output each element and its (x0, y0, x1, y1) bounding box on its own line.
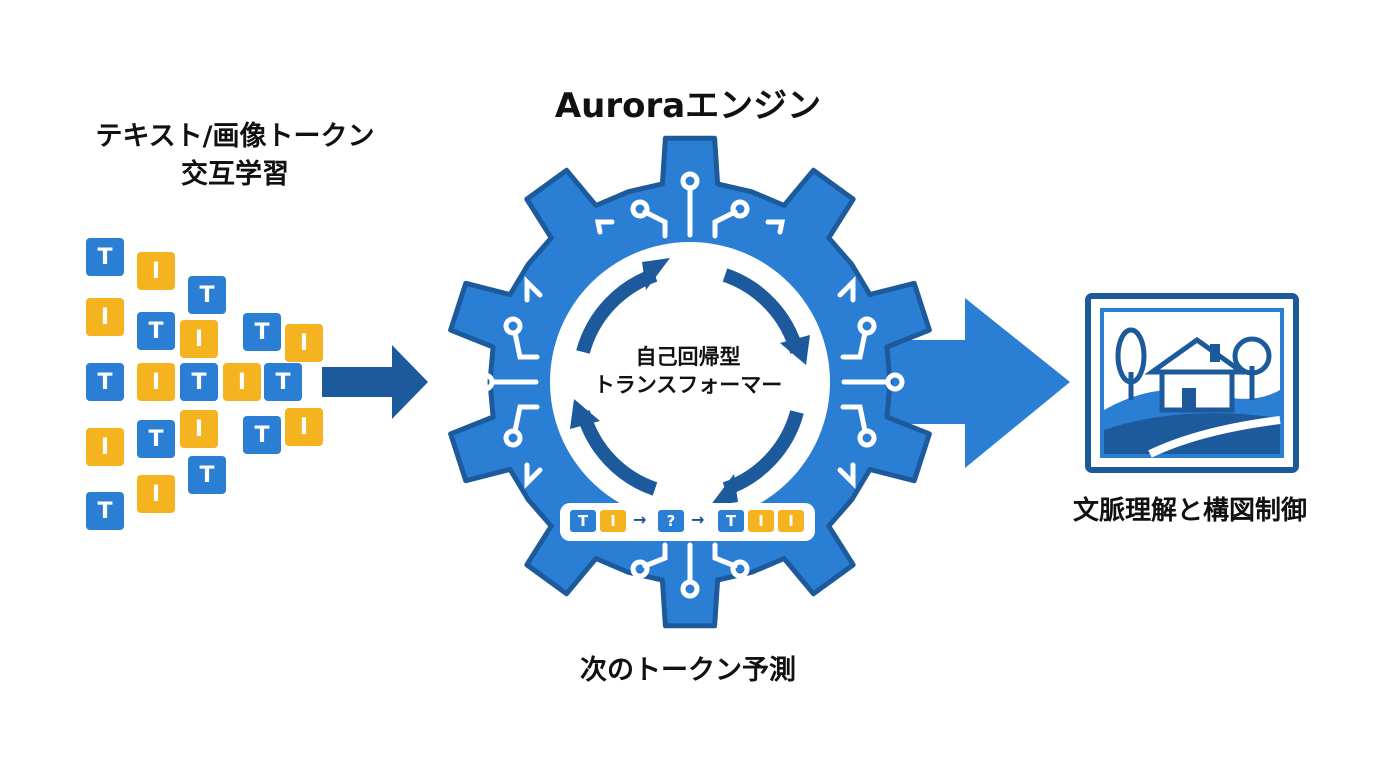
input-arrow (322, 345, 428, 419)
engine-title: Auroraエンジン (554, 86, 822, 126)
image-token: I (285, 324, 323, 362)
image-token: I (180, 320, 218, 358)
circuit-traces-icon (475, 171, 905, 599)
image-token: I (86, 298, 124, 336)
token-sequence-bar (560, 503, 815, 541)
input-title-line1: テキスト/画像トークン (95, 121, 375, 152)
image-token: I (223, 363, 261, 401)
text-token: T (180, 363, 218, 401)
text-token: T (86, 363, 124, 401)
output-title: 文脈理解と構図制御 (1072, 496, 1307, 526)
text-token: T (137, 312, 175, 350)
image-token: I (137, 252, 175, 290)
text-token: T (243, 416, 281, 454)
seq-arrow-icon: → (691, 510, 705, 529)
image-token: I (137, 475, 175, 513)
image-output-icon (1085, 293, 1299, 473)
input-title-line2: 交互学習 (181, 159, 289, 190)
seq-image-token: I (778, 510, 804, 532)
seq-arrow-icon: → (633, 510, 647, 529)
text-token: T (86, 238, 124, 276)
text-token: T (243, 313, 281, 351)
engine-core-line1: 自己回帰型 (635, 345, 741, 369)
text-token: T (137, 420, 175, 458)
image-token: I (285, 408, 323, 446)
seq-image-token: I (600, 510, 626, 532)
input-title: テキスト/画像トークン 交互学習 (80, 118, 390, 194)
image-token: I (180, 410, 218, 448)
text-token: T (188, 456, 226, 494)
seq-image-token: I (748, 510, 774, 532)
text-token: T (264, 363, 302, 401)
seq-unknown-token: ? (658, 510, 684, 532)
seq-text-token: T (718, 510, 744, 532)
image-token: I (86, 428, 124, 466)
text-token: T (188, 276, 226, 314)
inner-disc (550, 242, 830, 522)
seq-text-token: T (570, 510, 596, 532)
engine-core-line2: トランスフォーマー (593, 373, 783, 397)
prediction-title: 次のトークン予測 (580, 655, 796, 686)
engine-core-label: 自己回帰型 トランスフォーマー (568, 343, 808, 399)
image-token: I (137, 363, 175, 401)
output-arrow (880, 298, 1070, 468)
text-token: T (86, 492, 124, 530)
